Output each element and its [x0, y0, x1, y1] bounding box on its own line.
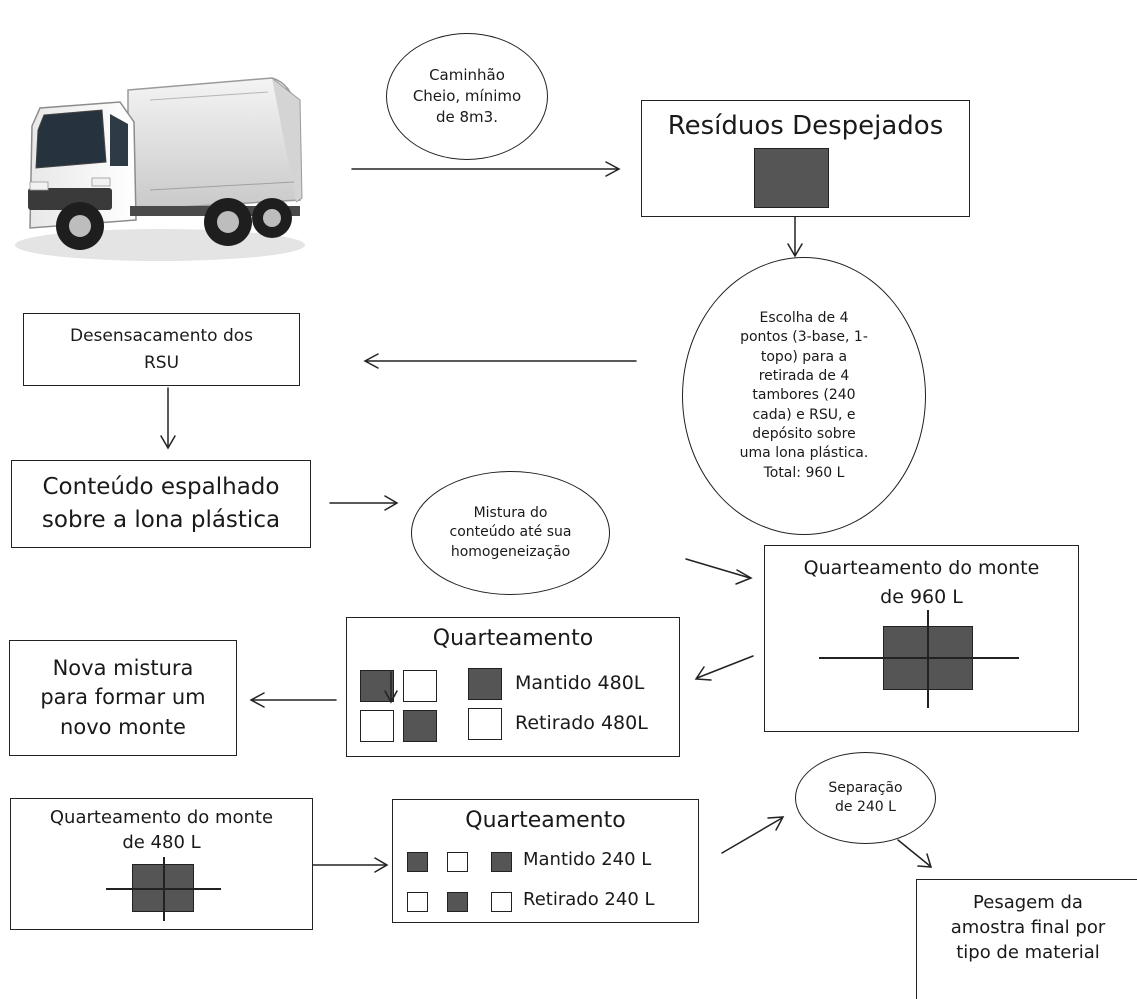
arrow-quarteamento480-to-quarteamento [312, 857, 389, 873]
box-pesagem: Pesagem da amostra final por tipo de mat… [916, 879, 1137, 999]
box-quarteamento-240-legend: Quarteamento Mantido 240 L Retirado 240 … [392, 799, 699, 923]
arrow-desensacamento-to-conteudo [160, 387, 176, 450]
box-quarteamento-960: Quarteamento do monte de 960 L [764, 545, 1079, 732]
box-nova-mistura-text: Nova mistura para formar um novo monte [40, 655, 206, 739]
legend-removed-square [491, 892, 512, 912]
ellipse-truck-capacity: Caminhão Cheio, mínimo de 8m3. [386, 33, 548, 160]
waste-pile-square [754, 148, 829, 208]
legend-kept-square [491, 852, 512, 872]
box-desensacamento: Desensacamento dos RSU [23, 313, 300, 386]
arrow-quarteamento-to-separacao [721, 816, 785, 854]
arrow-quarteamento960-to-quarteamento [694, 655, 754, 681]
box-desensacamento-text: Desensacamento dos RSU [70, 326, 253, 373]
arrow-mistura-to-quarteamento960 [685, 558, 753, 585]
legend-kept-480-label: Mantido 480L [515, 672, 645, 694]
ellipse-separacao-text: Separação de 240 L [828, 779, 903, 815]
quarter-bottom-right [403, 710, 437, 742]
residuos-title: Resíduos Despejados [667, 111, 944, 141]
ellipse-truck-capacity-text: Caminhão Cheio, mínimo de 8m3. [412, 66, 522, 126]
legend-removed-square [468, 708, 502, 740]
box-quarteamento-480-title: Quarteamento [432, 626, 594, 651]
box-quarteamento-480-legend: Quarteamento Mantido 480L Retirado 480L [346, 617, 680, 757]
box-residuos-despejados: Resíduos Despejados [641, 100, 970, 217]
ellipse-sampling-points-text: Escolha de 4 pontos (3-base, 1- topo) pa… [739, 310, 869, 481]
arrow-nova-mistura-marker [384, 671, 398, 704]
arrow-escolha-to-desensacamento [363, 353, 637, 369]
box-quarteamento-480-text: Quarteamento do monte de 480 L [49, 807, 274, 854]
arrow-truck-to-residuos [351, 161, 621, 177]
legend-kept-240-label: Mantido 240 L [523, 849, 652, 870]
legend-removed-480-label: Retirado 480L [515, 712, 648, 734]
ellipse-mistura: Mistura do conteúdo até sua homogeneizaç… [411, 471, 610, 595]
quartering-cross-vertical [927, 610, 929, 708]
quarter-bottom-left [360, 710, 394, 742]
quartering-cross-horizontal [819, 657, 1019, 659]
legend-removed-240-label: Retirado 240 L [523, 889, 655, 910]
quarter-top-left [407, 852, 428, 872]
arrow-conteudo-to-mistura [329, 495, 399, 511]
box-quarteamento-480: Quarteamento do monte de 480 L [10, 798, 313, 930]
box-quarteamento-960-text: Quarteamento do monte de 960 L [803, 557, 1040, 608]
box-nova-mistura: Nova mistura para formar um novo monte [9, 640, 237, 756]
quarter-bottom-right [447, 892, 468, 912]
quartering-cross-vertical [163, 857, 165, 921]
ellipse-mistura-text: Mistura do conteúdo até sua homogeneizaç… [449, 505, 572, 560]
arrow-separacao-to-pesagem [897, 839, 933, 868]
quarter-top-right [403, 670, 437, 702]
box-pesagem-text: Pesagem da amostra final por tipo de mat… [950, 892, 1106, 964]
box-conteudo-espalhado-text: Conteúdo espalhado sobre a lona plástica [41, 473, 281, 533]
arrow-quarteamento-to-nova-mistura [249, 692, 337, 708]
arrow-residuos-to-escolha [787, 216, 803, 258]
ellipse-sampling-points: Escolha de 4 pontos (3-base, 1- topo) pa… [682, 257, 926, 535]
quarter-top-right [447, 852, 468, 872]
box-quarteamento-240-title: Quarteamento [465, 808, 626, 833]
quarter-bottom-left [407, 892, 428, 912]
box-conteudo-espalhado: Conteúdo espalhado sobre a lona plástica [11, 460, 311, 548]
legend-kept-square [468, 668, 502, 700]
ellipse-separacao: Separação de 240 L [795, 752, 936, 844]
garbage-truck-image [15, 77, 305, 261]
